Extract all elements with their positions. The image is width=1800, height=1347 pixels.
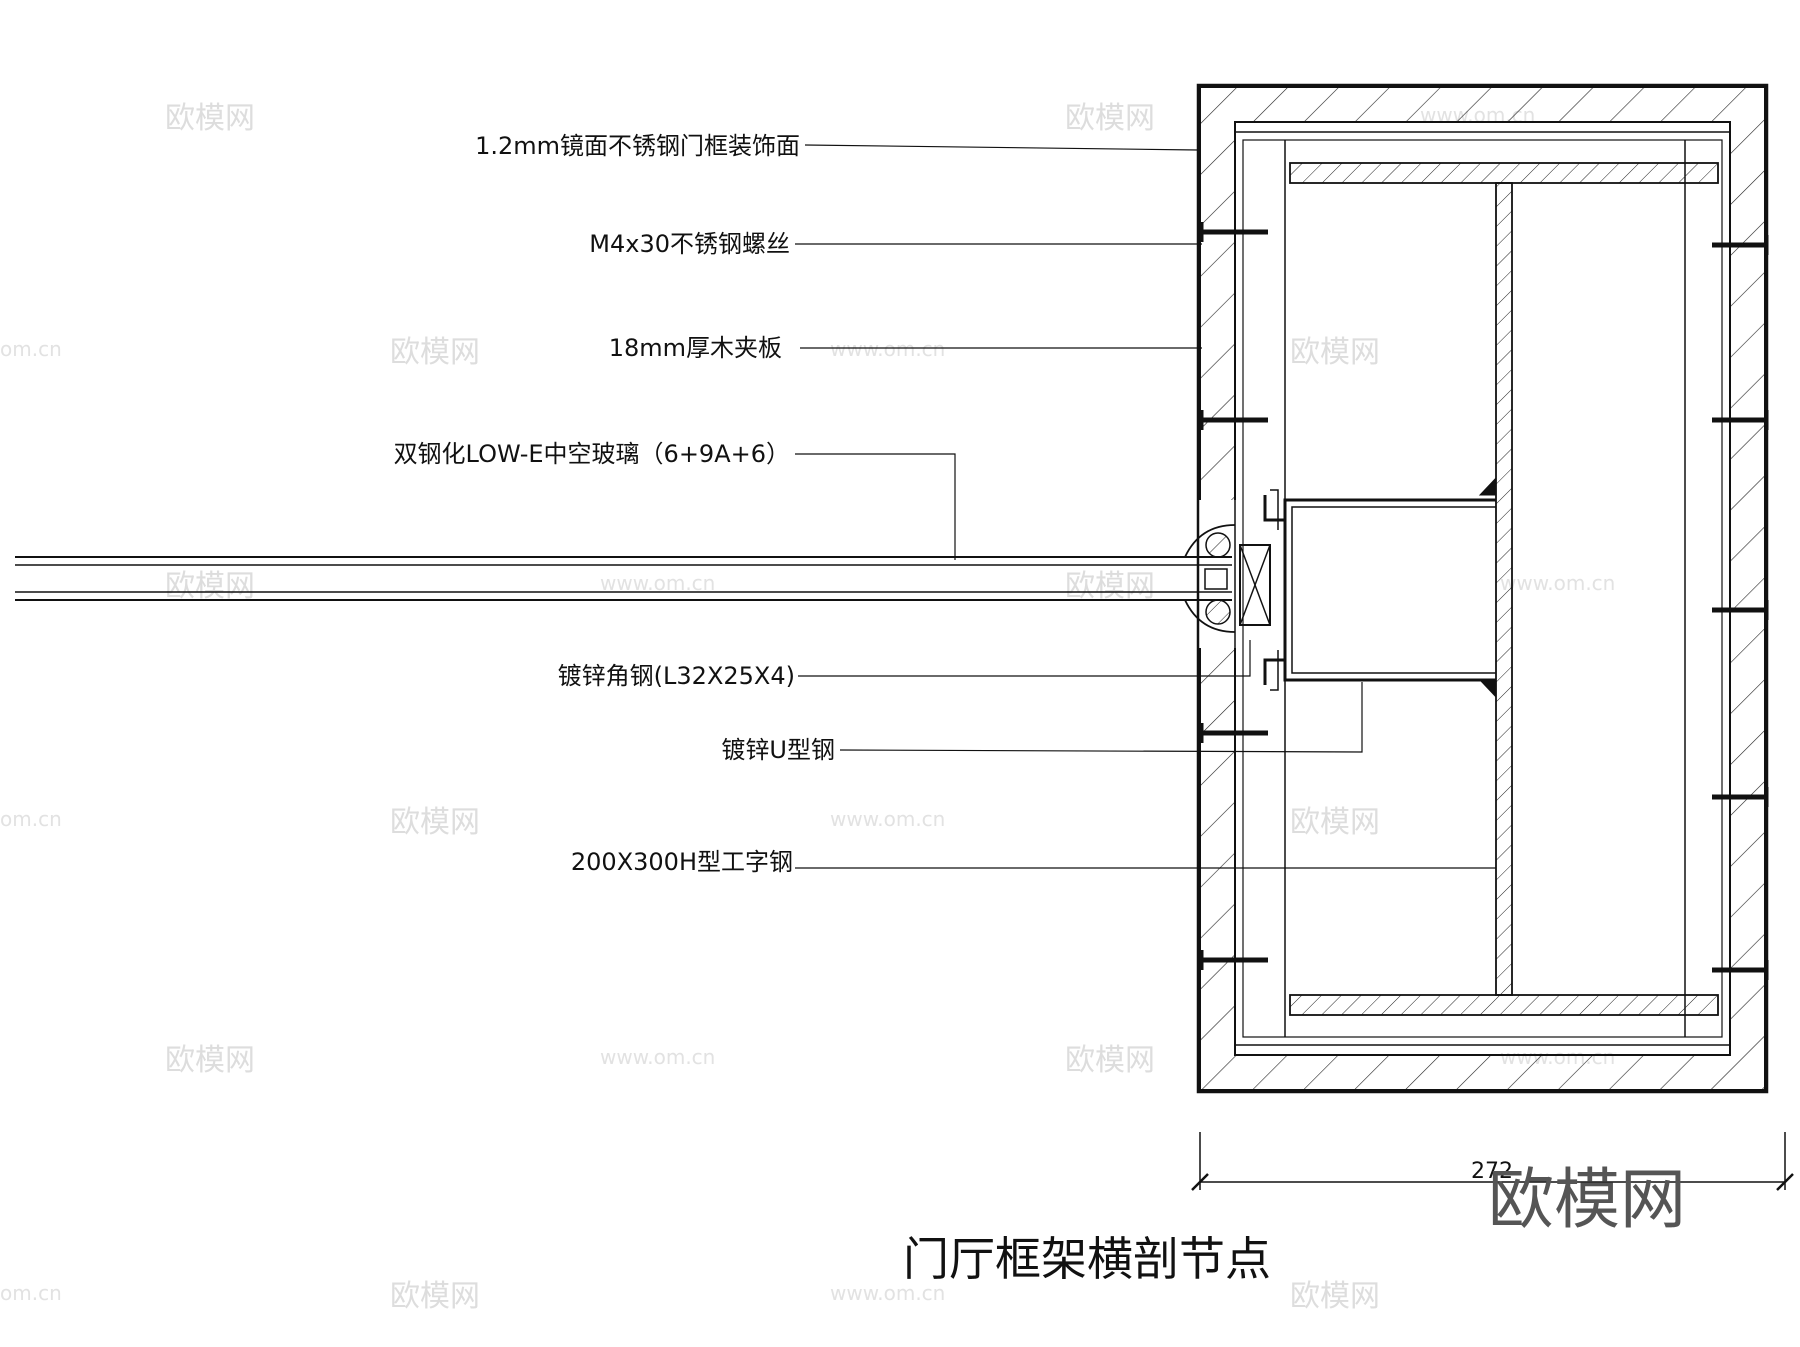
inner-cladding-line	[1234, 131, 1731, 1046]
silicone-seal	[1184, 524, 1236, 558]
watermark-brand: 欧模网	[1065, 1043, 1155, 1078]
screws	[1200, 222, 1769, 980]
watermark-url: www.om.cn	[830, 1281, 945, 1305]
leader-lines	[795, 144, 1496, 869]
screw-icon	[1712, 235, 1769, 255]
u-steel-channel	[1283, 498, 1496, 682]
h-beam-bottom-flange	[1289, 994, 1719, 1016]
watermark-brand: 欧模网	[165, 101, 255, 136]
watermark-url: om.cn	[0, 337, 62, 361]
label-screw: M4x30不锈钢螺丝	[589, 230, 790, 258]
watermark-brand: 欧模网	[390, 335, 480, 370]
watermark-brand: 欧模网	[1290, 805, 1380, 840]
dimension-width: 272	[1471, 1159, 1513, 1184]
watermark-url: www.om.cn	[600, 1045, 715, 1069]
watermark-brand: 欧模网	[1290, 335, 1380, 370]
watermark-brand: 欧模网	[165, 1043, 255, 1078]
screw-icon	[1200, 723, 1268, 743]
leader-glass	[795, 453, 956, 560]
h-beam-top-flange	[1289, 162, 1719, 184]
h-beam	[1289, 162, 1719, 1016]
angle-steel-top	[1263, 495, 1285, 522]
dimension-line	[1191, 1132, 1794, 1191]
outer-cladding-outline	[1196, 83, 1769, 1094]
sealant-bead-bottom	[1205, 599, 1231, 625]
door-frame-section	[1196, 83, 1769, 1094]
watermark-brand: 欧模网	[165, 569, 255, 604]
glass-spacer	[1204, 568, 1228, 590]
angle-steel-edge	[1270, 650, 1279, 691]
angle-steel-edge	[1270, 489, 1279, 530]
label-u-steel: 镀锌U型钢	[721, 736, 835, 764]
brand-logo: 欧模网	[1488, 1161, 1686, 1238]
watermark-url: www.om.cn	[600, 571, 715, 595]
u-steel-inner	[1291, 506, 1496, 674]
setting-block	[1239, 544, 1271, 626]
screw-icon	[1712, 600, 1769, 620]
watermark-brand: 欧模网	[1065, 101, 1155, 136]
watermark-url: om.cn	[0, 1281, 62, 1305]
label-plywood: 18mm厚木夹板	[609, 334, 782, 362]
screw-icon	[1712, 960, 1769, 980]
glass-opening-gap	[1196, 500, 1238, 648]
watermark-url: om.cn	[0, 807, 62, 831]
screw-icon	[1200, 410, 1268, 430]
annotation-labels: 1.2mm镜面不锈钢门框装饰面 M4x30不锈钢螺丝 18mm厚木夹板 双钢化L…	[394, 132, 835, 876]
watermark-brand: 欧模网	[1065, 569, 1155, 604]
screw-icon	[1712, 410, 1769, 430]
watermark-url: www.om.cn	[830, 337, 945, 361]
screw-icon	[1712, 787, 1769, 807]
screw-icon	[1200, 950, 1268, 970]
watermark-brand: 欧模网	[1290, 1279, 1380, 1314]
leader-u-steel	[839, 682, 1363, 753]
watermark-layer: 欧模网 欧模网 www.om.cn om.cn 欧模网 www.om.cn 欧模…	[0, 101, 1615, 1314]
sealant-bead-top	[1205, 532, 1231, 558]
h-beam-web	[1495, 182, 1513, 996]
leader-mirror-steel	[804, 144, 1199, 151]
watermark-brand: 欧模网	[390, 805, 480, 840]
screw-icon	[1200, 222, 1268, 242]
label-glass: 双钢化LOW-E中空玻璃（6+9A+6）	[394, 440, 790, 468]
label-mirror-steel: 1.2mm镜面不锈钢门框装饰面	[475, 132, 800, 160]
watermark-url: www.om.cn	[1500, 571, 1615, 595]
u-steel-assembly	[1239, 489, 1496, 691]
angle-steel-bottom	[1263, 658, 1285, 685]
leader-angle-steel	[798, 640, 1251, 677]
label-h-beam: 200X300H型工字钢	[571, 848, 793, 876]
weld-mark	[1478, 679, 1497, 699]
watermark-brand: 欧模网	[390, 1279, 480, 1314]
insulated-glass-unit	[15, 524, 1236, 633]
drawing-title: 门厅框架横剖节点	[903, 1232, 1271, 1286]
label-angle-steel: 镀锌角钢(L32X25X4)	[558, 662, 795, 690]
silicone-seal	[1184, 599, 1236, 633]
watermark-url: www.om.cn	[830, 807, 945, 831]
inner-cladding-line-2	[1242, 139, 1723, 1038]
weld-mark	[1478, 476, 1497, 496]
